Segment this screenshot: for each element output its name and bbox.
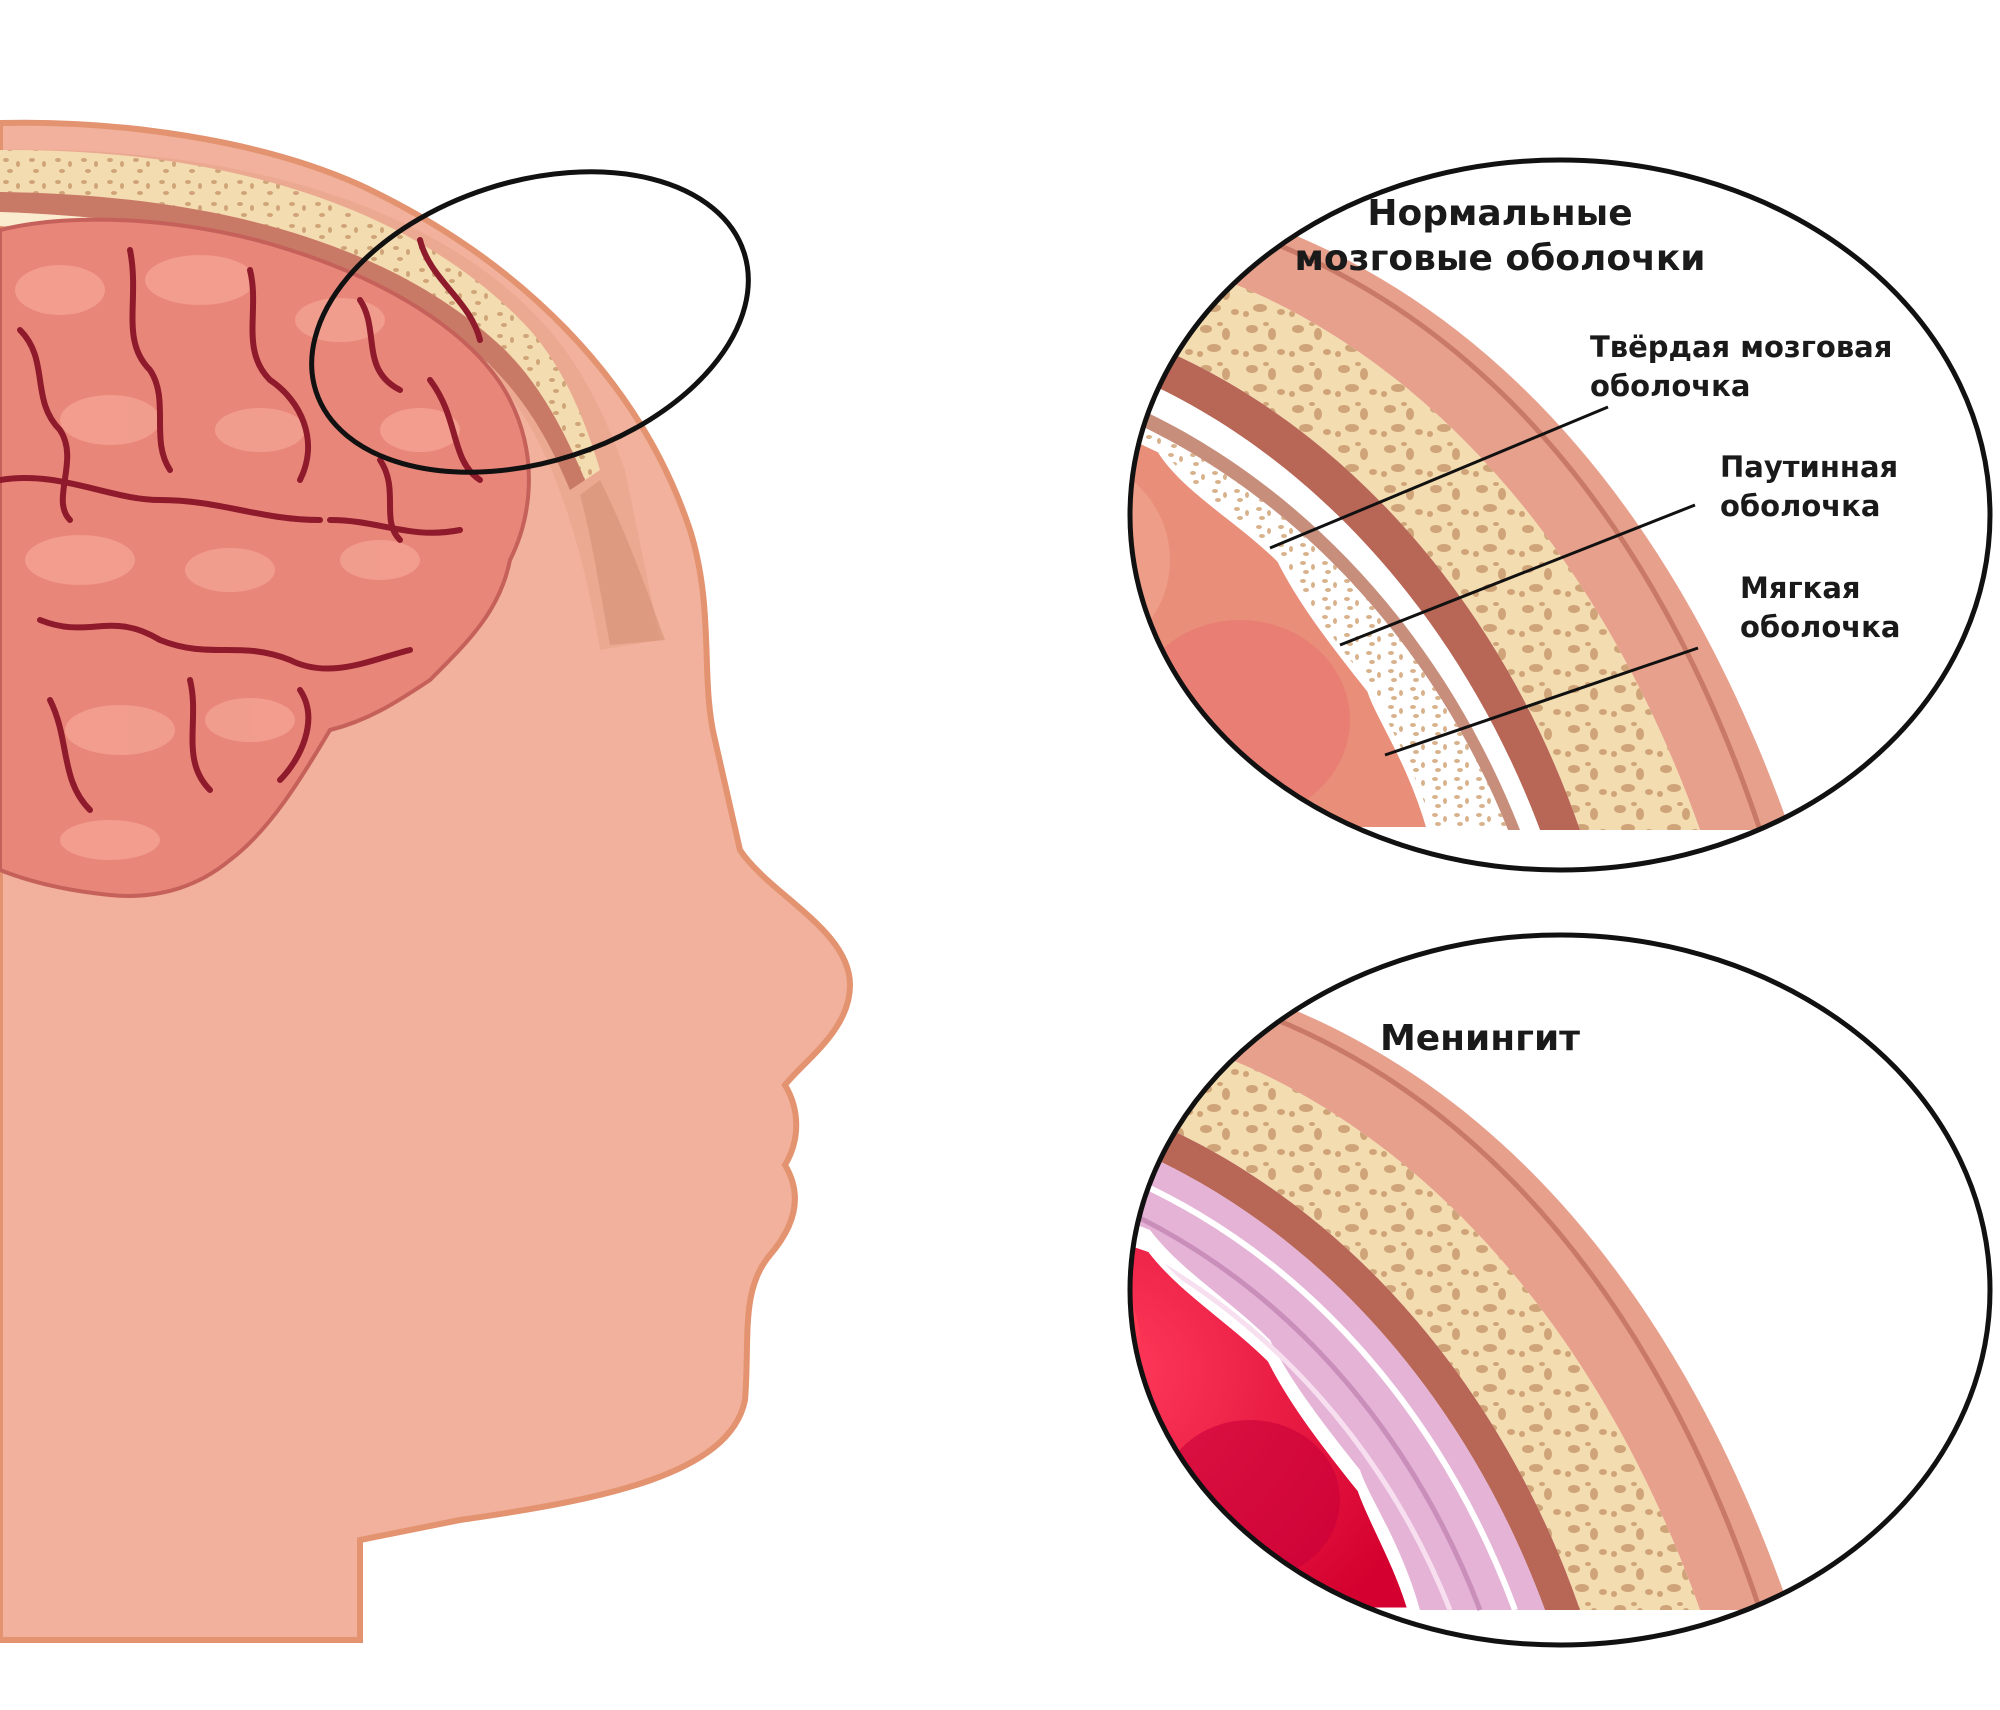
dura-label-line2: оболочка [1590,369,1750,403]
pia-label-line1: Мягкая [1740,571,1861,605]
meningitis-panel: Менингит [1127,932,1993,1648]
normal-title-line2: мозговые оболочки [1295,238,1706,279]
arachnoid-label-line2: оболочка [1720,489,1880,523]
magnifier-outline [309,169,751,475]
normal-meninges-panel: Нормальные мозговые оболочки Твёрдая моз… [1127,157,1993,873]
pia-label-line2: оболочка [1740,610,1900,644]
dura-label-line1: Твёрдая мозговая [1590,330,1892,364]
normal-title-line1: Нормальные [1367,193,1632,234]
arachnoid-label-line1: Паутинная [1720,450,1898,484]
meningitis-title: Менингит [1380,1018,1580,1059]
